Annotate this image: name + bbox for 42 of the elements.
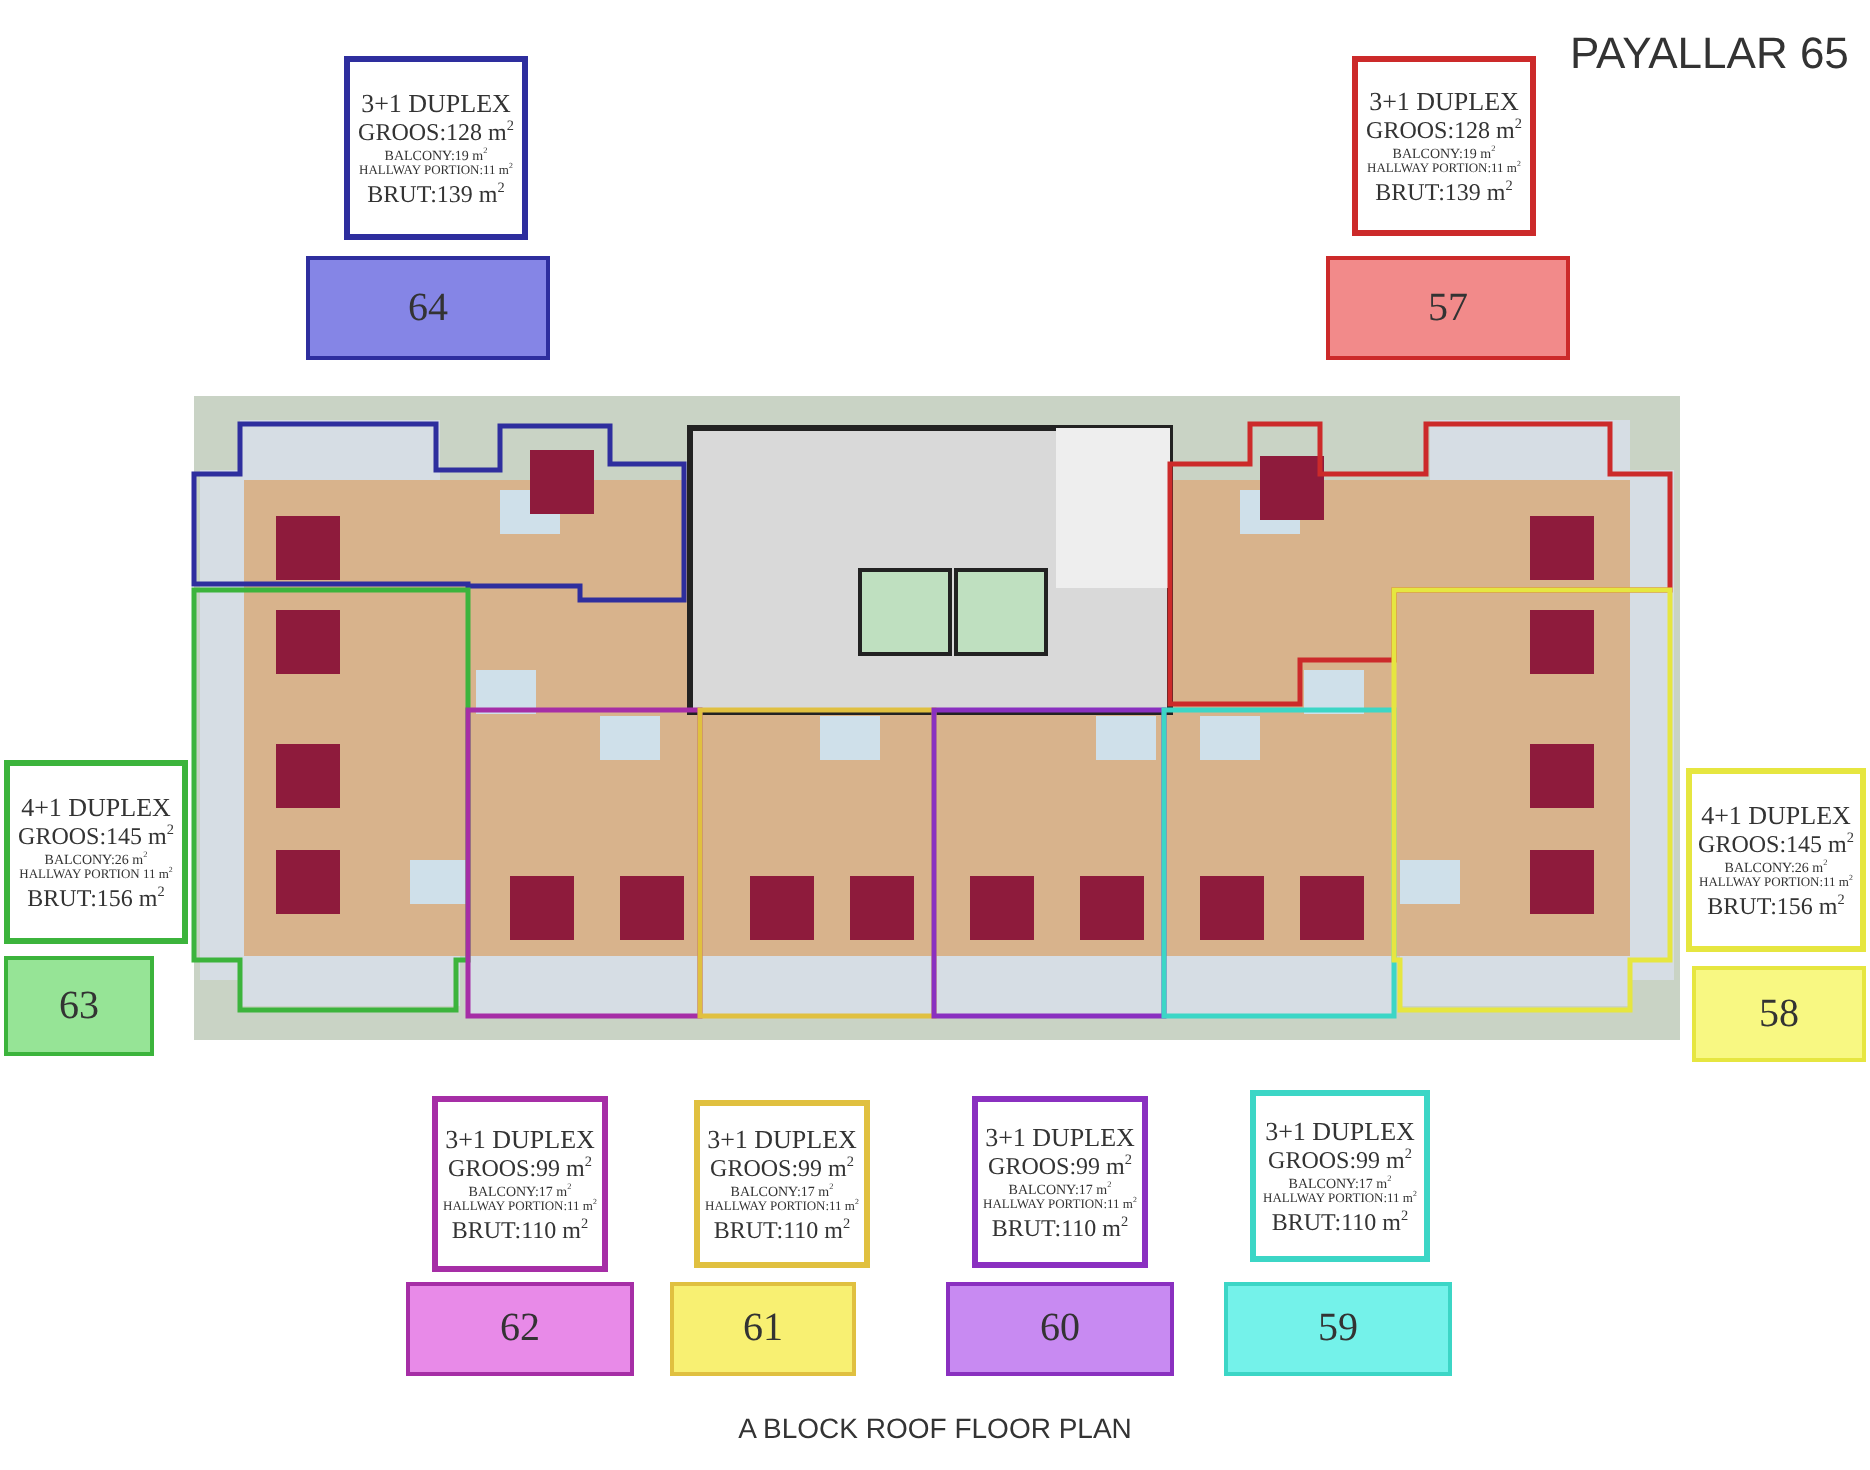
unit-type: 3+1 DUPLEX [707, 1123, 857, 1155]
total-area: BRUT:156 m$^{2}$ [27, 883, 165, 913]
unit-info-card [1250, 1090, 1430, 1262]
gross-area: GROOS:128 m$^{2}$ [1366, 116, 1522, 146]
gross-area: GROOS:145 m$^{2}$ [1698, 830, 1854, 860]
gross-area: GROOS:99 m$^{2}$ [1268, 1146, 1412, 1176]
unit-number-tag: 61 [670, 1282, 856, 1376]
unit-type: 3+1 DUPLEX [361, 87, 511, 119]
gross-area: GROOS:99 m$^{2}$ [710, 1154, 854, 1184]
title: PAYALLAR 65 [1570, 28, 1849, 80]
unit-type: 3+1 DUPLEX [985, 1121, 1135, 1153]
total-area: BRUT:110 m$^{2}$ [713, 1215, 851, 1245]
gross-area: GROOS:99 m$^{2}$ [988, 1152, 1132, 1182]
gross-area: GROOS:128 m$^{2}$ [358, 118, 514, 148]
unit-number-tag: 57 [1326, 256, 1570, 360]
unit-number-tag: 63 [4, 956, 154, 1056]
unit-number-tag: 58 [1692, 966, 1866, 1062]
gross-area: GROOS:145 m$^{2}$ [18, 822, 174, 852]
unit-type: 3+1 DUPLEX [1265, 1115, 1415, 1147]
unit-info-card [1686, 768, 1866, 952]
unit-info-card [972, 1096, 1148, 1268]
unit-info-card [344, 56, 528, 240]
caption: A BLOCK ROOF FLOOR PLAN [738, 1412, 1132, 1444]
unit-number-tag: 60 [946, 1282, 1174, 1376]
total-area: BRUT:110 m$^{2}$ [451, 1215, 589, 1245]
unit-type: 4+1 DUPLEX [1701, 799, 1851, 831]
total-area: BRUT:139 m$^{2}$ [367, 179, 505, 209]
total-area: BRUT:110 m$^{2}$ [1271, 1207, 1409, 1237]
unit-number-tag: 59 [1224, 1282, 1452, 1376]
unit-type: 4+1 DUPLEX [21, 791, 171, 823]
unit-info-card [4, 760, 188, 944]
unit-number-tag: 64 [306, 256, 550, 360]
unit-type: 3+1 DUPLEX [445, 1123, 595, 1155]
gross-area: GROOS:99 m$^{2}$ [448, 1154, 592, 1184]
unit-number-tag: 62 [406, 1282, 634, 1376]
unit-info-card [1352, 56, 1536, 236]
unit-info-card [432, 1096, 608, 1272]
unit-info-card [694, 1100, 870, 1268]
total-area: BRUT:110 m$^{2}$ [991, 1213, 1129, 1243]
unit-type: 3+1 DUPLEX [1369, 85, 1519, 117]
total-area: BRUT:139 m$^{2}$ [1375, 177, 1513, 207]
total-area: BRUT:156 m$^{2}$ [1707, 891, 1845, 921]
